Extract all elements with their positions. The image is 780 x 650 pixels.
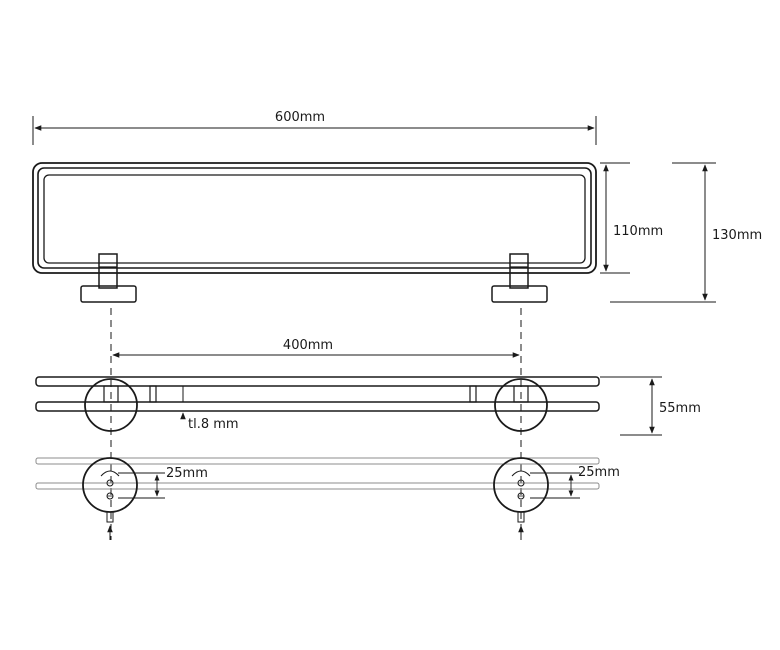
dimension-label-110: 110mm	[613, 224, 663, 239]
shelf-rail-front	[35, 376, 600, 387]
mount-view: 25mm 25mm	[35, 457, 620, 540]
dimension-label-55: 55mm	[659, 401, 701, 416]
top-view: tl.8 mm	[35, 376, 600, 432]
shelf-rail-back	[35, 401, 600, 412]
dimension-overall-width: 600mm	[32, 110, 597, 145]
dimension-label-25-left: 25mm	[166, 466, 208, 481]
dimension-label-600: 600mm	[275, 110, 325, 125]
bracket-disc-left	[84, 378, 138, 432]
dimension-label-thickness: tl.8 mm	[188, 417, 239, 432]
bracket-left	[80, 253, 137, 303]
shelf-frame-outer	[32, 162, 597, 274]
dimension-overall-height: 130mm	[610, 162, 762, 303]
dimension-label-400: 400mm	[283, 338, 333, 353]
shelf-frame-inner	[43, 174, 586, 264]
shelf-ghost	[35, 457, 600, 465]
front-view	[32, 162, 597, 303]
dimension-bracket-spacing: 400mm	[112, 338, 520, 358]
dimension-depth: 55mm	[600, 376, 701, 436]
mount-plate-left	[82, 457, 138, 540]
dimension-mount-right: 25mm	[530, 465, 620, 499]
dimension-inner-height: 110mm	[600, 162, 663, 274]
center-lines	[110, 308, 522, 540]
dimension-mount-left: 25mm	[118, 466, 208, 499]
shelf-frame-middle	[37, 167, 592, 269]
bracket-disc-right	[494, 378, 548, 432]
mount-plate-right	[493, 457, 549, 540]
bracket-right	[491, 253, 548, 303]
dimension-label-130: 130mm	[712, 228, 762, 243]
dimension-label-25-right: 25mm	[578, 465, 620, 480]
